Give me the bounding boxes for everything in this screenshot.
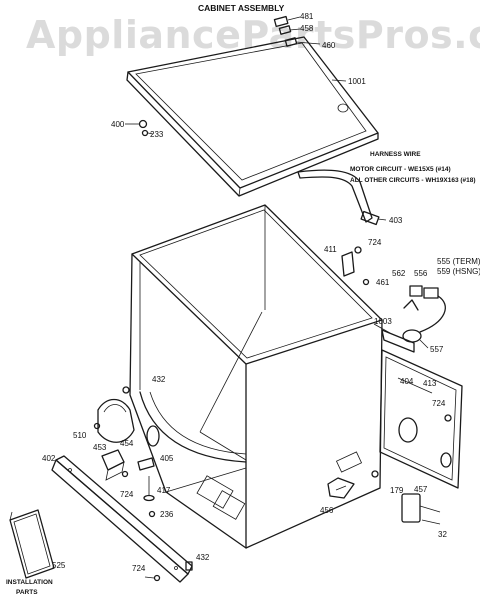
label-411: 411 — [324, 245, 337, 254]
installation-parts-bag — [9, 509, 55, 579]
label-724-bottom: 724 — [132, 564, 146, 573]
label-555-term: 555 (TERM) — [437, 257, 480, 266]
label-557: 557 — [430, 345, 444, 354]
label-1003: 1003 — [374, 317, 392, 326]
label-510: 510 — [73, 431, 87, 440]
diagram-title: CABINET ASSEMBLY — [198, 3, 285, 13]
label-402: 402 — [42, 454, 56, 463]
label-1001: 1001 — [348, 77, 366, 86]
rear-brace-part — [341, 246, 370, 286]
rear-access-panel-part — [379, 349, 463, 489]
label-559-hsng: 559 (HSNG) — [437, 267, 480, 276]
label-432-upper: 432 — [152, 375, 166, 384]
label-405: 405 — [160, 454, 174, 463]
door-switch-part — [101, 449, 129, 481]
harness-bracket-part — [373, 323, 415, 353]
harness-wire-note: HARNESS WIRE MOTOR CIRCUIT - WE15X5 (#14… — [350, 151, 476, 184]
label-403: 403 — [389, 216, 403, 225]
latch-assembly-part — [93, 386, 135, 443]
label-456: 456 — [320, 506, 334, 515]
callout-labels: 481 458 460 1001 400 233 403 411 724 461… — [42, 12, 480, 573]
label-724-top: 724 — [368, 238, 382, 247]
bottom-screw — [144, 574, 161, 582]
toe-kick-panel-part — [51, 455, 193, 583]
lid-screws — [125, 119, 154, 137]
label-179: 179 — [390, 486, 404, 495]
harness-heading: HARNESS WIRE — [370, 151, 421, 158]
harness-motor-circuit: MOTOR CIRCUIT - WE15X5 (#14) — [350, 166, 451, 173]
label-481: 481 — [300, 12, 314, 21]
label-460: 460 — [322, 41, 336, 50]
leveling-foot-parts — [371, 470, 441, 525]
label-32: 32 — [438, 530, 447, 539]
parts-caption: PARTS — [16, 589, 38, 596]
label-556: 556 — [414, 269, 428, 278]
top-lid-part — [126, 36, 379, 197]
label-454: 454 — [120, 439, 134, 448]
cabinet-body-part — [129, 204, 383, 549]
label-404: 404 — [400, 377, 414, 386]
label-724-left: 724 — [120, 490, 134, 499]
top-hinge-hardware — [273, 15, 321, 47]
watermark-text: AppliancePartsPros.com — [26, 13, 480, 57]
top-front-strip-part — [297, 169, 387, 226]
label-400: 400 — [111, 120, 125, 129]
label-562: 562 — [392, 269, 406, 278]
label-432-lower: 432 — [196, 553, 210, 562]
label-417: 417 — [157, 486, 171, 495]
label-724-right: 724 — [432, 399, 446, 408]
label-236: 236 — [160, 510, 174, 519]
front-panel-brace-part — [327, 477, 355, 499]
harness-terminals — [402, 285, 446, 349]
label-525: 525 — [52, 561, 66, 570]
label-413: 413 — [423, 379, 437, 388]
label-233: 233 — [150, 130, 164, 139]
harness-other-circuits: ALL OTHER CIRCUITS - WH19X163 (#18) — [350, 177, 476, 184]
label-461: 461 — [376, 278, 390, 287]
lower-hardware — [137, 457, 156, 518]
installation-caption: INSTALLATION — [6, 579, 53, 586]
label-457: 457 — [414, 485, 428, 494]
label-458: 458 — [300, 24, 314, 33]
label-453: 453 — [93, 443, 107, 452]
